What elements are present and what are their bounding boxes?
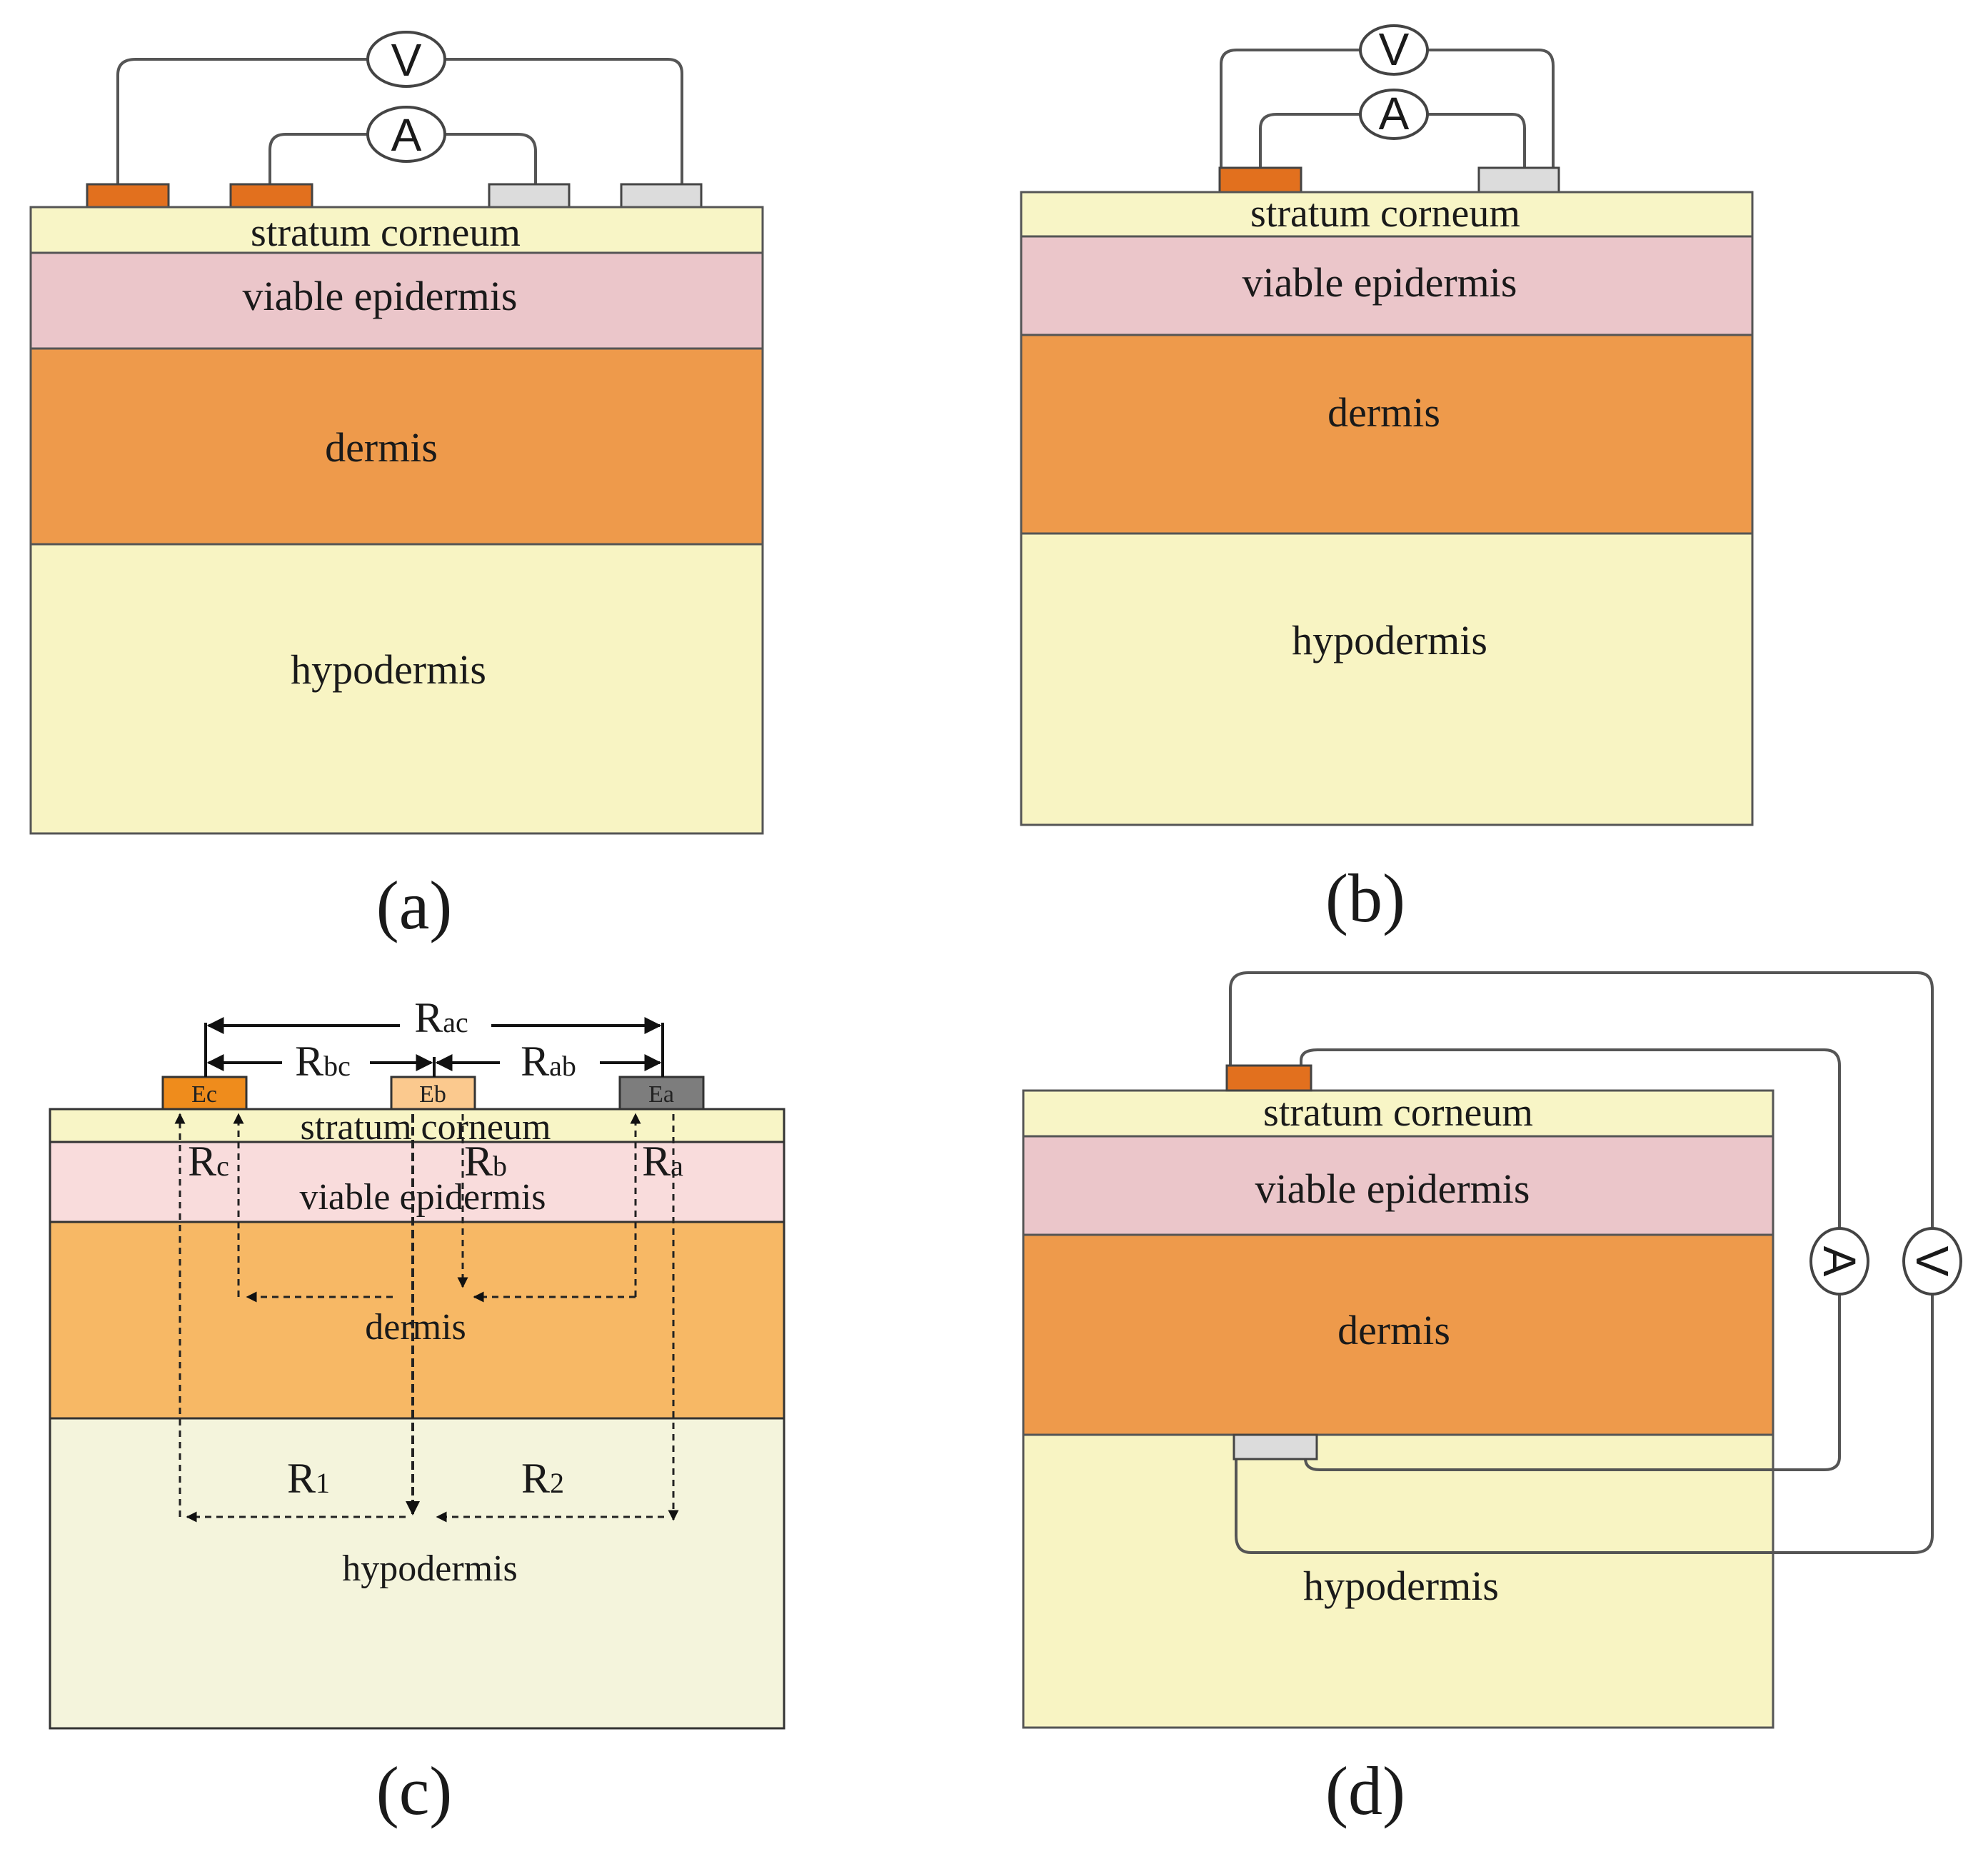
viable-epidermis-label: viable epidermis [299,1177,546,1218]
panel-b-wires [1220,49,1555,168]
panel-b-label: (b) [1325,860,1405,936]
dermis-label: dermis [1337,1307,1450,1353]
stratum-corneum-label: stratum corneum [1263,1091,1533,1135]
hypodermis-current-paths [174,1113,679,1523]
hypodermis-label: hypodermis [291,646,486,693]
hypodermis-layer [1020,532,1754,826]
dermis-label: dermis [1327,389,1440,436]
ra-label: Ra [642,1138,683,1185]
rab-dimension: Rab [435,1038,662,1085]
ammeter-wire [268,133,537,184]
ammeter-symbol: A [1814,1246,1865,1277]
voltmeter: V [366,31,446,88]
rbc-label: Rbc [295,1038,351,1085]
voltmeter-wire [1229,971,1934,1554]
dermis-label: dermis [365,1307,466,1348]
voltmeter-symbol: V [391,34,422,86]
electrode-ea-label: Ea [648,1081,674,1108]
electrode-current-inner [229,183,313,209]
hypodermis-label: hypodermis [342,1548,518,1589]
stratum-corneum-layer [29,206,764,254]
viable-epidermis-label: viable epidermis [1255,1166,1530,1212]
electrode-return-inner [488,183,571,209]
hypodermis-layer [1022,1433,1774,1729]
voltmeter-symbol: V [1379,24,1410,75]
panel-d-wires [1229,971,1934,1554]
voltmeter-wire [1220,49,1555,168]
viable-epidermis-label: viable epidermis [1242,259,1517,306]
stratum-corneum-layer [49,1108,785,1143]
stratum-corneum-layer [1020,191,1754,238]
panel-b: V A stratum corneum viable epidermis der… [1020,24,1754,936]
electrode-ec: Ec [161,1076,248,1111]
electrode-current [1218,166,1302,194]
electrode-return-outer [620,183,703,209]
rac-dimension: Rac [204,994,664,1077]
rb-label: Rb [464,1138,507,1185]
dermis-layer [1020,334,1754,535]
viable-epidermis-layer [29,251,764,350]
dermis-layer [1022,1233,1774,1436]
dermis-current-paths [239,1114,641,1303]
stratum-corneum-label: stratum corneum [1250,191,1520,236]
rc-label: Rc [188,1138,229,1185]
electrode-eb: Eb [390,1076,476,1111]
panel-a-wires [116,58,683,184]
ammeter: A [1809,1227,1869,1296]
hypodermis-layer [49,1417,785,1730]
rab-label: Rab [521,1038,576,1085]
ammeter: A [366,106,446,163]
voltmeter-wire [116,58,683,184]
panel-a: V A stratum corneum viable epidermis der… [29,31,764,943]
stratum-corneum-label: stratum corneum [301,1107,551,1148]
ammeter-symbol: A [1379,88,1410,139]
ammeter-symbol: A [391,109,422,161]
electrode-current-outer [86,183,170,209]
stratum-corneum-label: stratum corneum [251,211,521,255]
panel-d-label: (d) [1325,1753,1405,1829]
hypodermis-label: hypodermis [1292,617,1487,663]
hypodermis-layer [29,543,764,835]
electrode-surface [1225,1064,1312,1092]
voltmeter-symbol: V [1907,1246,1958,1277]
r1-label: R1 [287,1455,330,1502]
voltmeter: V [1902,1227,1962,1296]
ammeter: A [1359,88,1429,140]
rbc-dimension: Rbc [206,1038,436,1085]
panel-a-label: (a) [376,867,453,943]
electrode-eb-label: Eb [419,1081,446,1108]
electrode-subdermal [1233,1433,1318,1460]
panel-c-label: (c) [376,1753,453,1829]
dermis-layer [49,1221,785,1420]
panel-d: A V stratum corneum viable epidermis der… [1022,971,1962,1829]
electrode-return [1477,166,1560,194]
ammeter-wire [1300,1048,1841,1471]
rac-label: Rac [414,994,468,1041]
ammeter-wire [1259,113,1526,168]
hypodermis-label: hypodermis [1303,1563,1499,1609]
voltmeter: V [1359,24,1429,76]
viable-epidermis-layer [49,1141,785,1223]
electrode-ea: Ea [618,1076,705,1111]
electrode-ec-label: Ec [191,1081,217,1108]
r2-label: R2 [521,1455,564,1502]
panel-c: stratum corneum viable epidermis dermis … [49,994,785,1829]
viable-epidermis-label: viable epidermis [243,273,518,319]
stratum-corneum-layer [1022,1089,1774,1138]
dermis-label: dermis [325,424,438,471]
